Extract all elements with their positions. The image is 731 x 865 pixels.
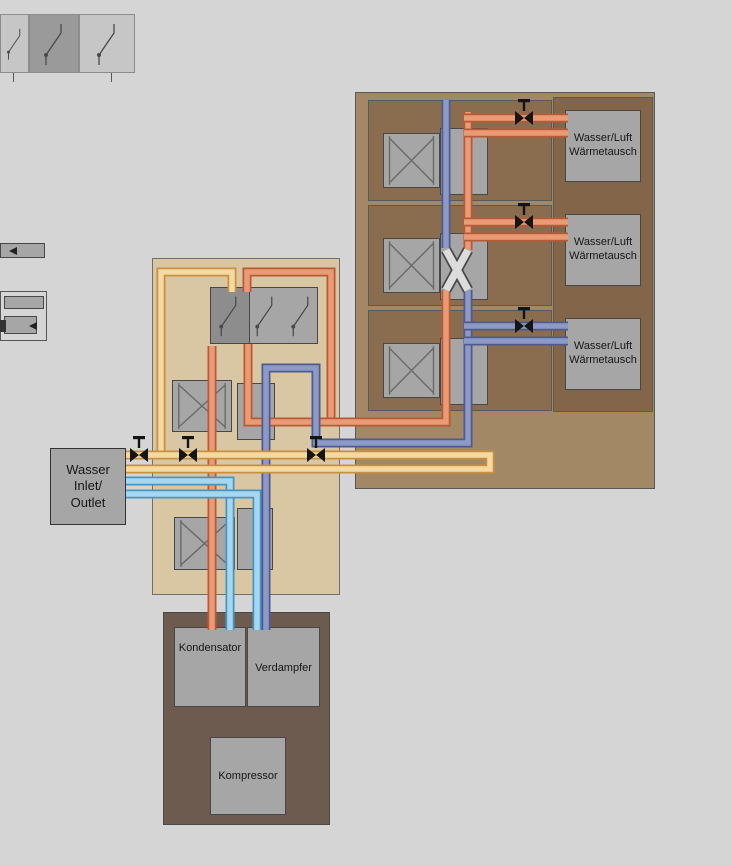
switch-symbol-icon (291, 296, 309, 337)
switch-symbol (211, 288, 247, 343)
valve-exchanger-1 (514, 99, 534, 125)
crossover-icon (175, 518, 234, 569)
crossover-box (383, 343, 440, 398)
legend-dark-block (0, 320, 6, 332)
crossover-icon (173, 381, 231, 431)
flow-box (237, 383, 275, 440)
verdampfer-box: Verdampfer (247, 627, 320, 707)
heat-exchanger-box: Wasser/Luft Wärmetausch (565, 318, 641, 390)
kompressor-label: Kompressor (218, 770, 278, 782)
switch-junction-box (210, 287, 318, 344)
flow-box (440, 233, 488, 300)
legend-frame (0, 291, 47, 341)
flow-box (237, 508, 273, 570)
valve-water-3 (306, 436, 326, 462)
kompressor-box: Kompressor (210, 737, 286, 815)
legend-cell (0, 14, 29, 73)
heat-exchanger-label: Wasser/Luft Wärmetausch (569, 132, 637, 158)
kondensator-box: Kondensator (174, 627, 246, 707)
arrow-left-icon (29, 322, 37, 330)
legend-cell (29, 14, 79, 73)
legend-bar (0, 243, 45, 258)
crossover-icon (384, 239, 439, 292)
crossover-icon (384, 344, 439, 397)
switch-symbol-icon (7, 28, 21, 60)
valve-water-1 (129, 436, 149, 462)
switch-symbol-icon (44, 24, 62, 65)
switch-symbol (283, 288, 319, 343)
switch-symbol-icon (219, 296, 237, 337)
legend-cell (79, 14, 135, 73)
heat-exchanger-label: Wasser/Luft Wärmetausch (569, 236, 637, 262)
legend-tick (13, 73, 14, 82)
crossover-box (383, 133, 440, 188)
valve-exchanger-3 (514, 307, 534, 333)
kondensator-label: Kondensator (178, 642, 242, 654)
flow-box (440, 338, 488, 405)
crossover-box (172, 380, 232, 432)
water-inlet-outlet-box: Wasser Inlet/ Outlet (50, 448, 126, 525)
crossover-icon (384, 134, 439, 187)
switch-symbol (247, 288, 283, 343)
heat-exchanger-box: Wasser/Luft Wärmetausch (565, 110, 641, 182)
crossover-box (383, 238, 440, 293)
legend-tick (111, 73, 112, 82)
legend-inner-bar (4, 316, 37, 334)
legend-exchanger (0, 240, 50, 345)
heat-exchanger-label: Wasser/Luft Wärmetausch (569, 340, 637, 366)
arrow-left-icon (9, 247, 17, 255)
legend-inner-bar (4, 296, 44, 309)
valve-exchanger-2 (514, 203, 534, 229)
crossover-box (174, 517, 235, 570)
water-inlet-outlet-label: Wasser Inlet/ Outlet (66, 462, 110, 510)
switch-symbol-icon (97, 24, 115, 65)
switch-symbol-icon (255, 296, 273, 337)
valve-water-2 (178, 436, 198, 462)
heat-exchanger-box: Wasser/Luft Wärmetausch (565, 214, 641, 286)
verdampfer-label: Verdampfer (255, 662, 312, 674)
flow-box (440, 128, 488, 195)
legend-valve-strip (0, 14, 135, 82)
